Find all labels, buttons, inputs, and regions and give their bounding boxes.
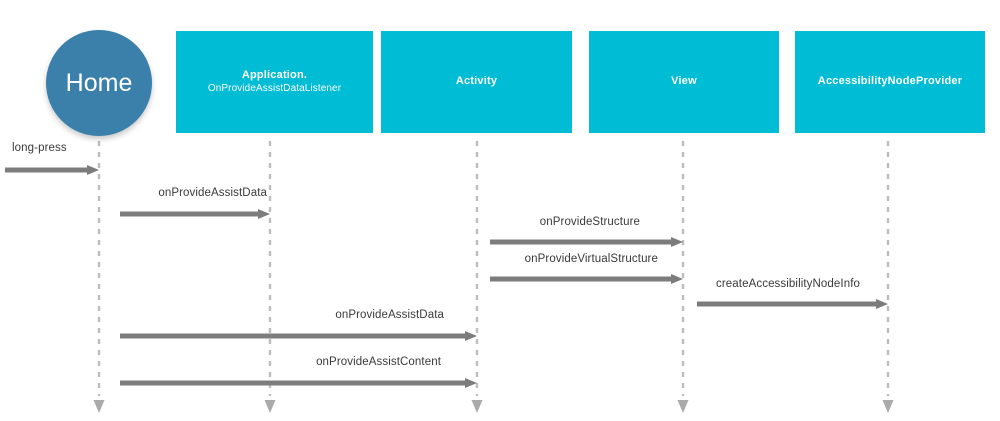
lifelines-group	[93, 141, 894, 413]
message-label-on-provide-structure: onProvideStructure	[539, 216, 640, 228]
lifeline-end-arrow-application	[264, 400, 276, 413]
participant-application-label: Application.	[241, 68, 308, 81]
lifeline-end-arrow-accessibility-node-provider	[882, 400, 894, 413]
lifeline-end-arrow-view	[677, 400, 689, 413]
participant-application[interactable]: Application. OnProvideAssistDataListener	[176, 31, 373, 133]
message-arrows-group	[5, 165, 888, 388]
lifeline-end-arrow-home	[93, 400, 105, 413]
participant-accessibility-node-provider-label: AccessibilityNodeProvider	[817, 75, 963, 88]
message-label-on-provide-assist-data-1: onProvideAssistData	[158, 187, 267, 199]
message-label-on-provide-virtual-structure: onProvideVirtualStructure	[524, 253, 658, 265]
message-label-long-press: long-press	[12, 142, 67, 154]
message-label-on-provide-assist-content: onProvideAssistContent	[316, 356, 441, 368]
participant-view-label: View	[671, 75, 697, 88]
participant-view[interactable]: View	[589, 31, 779, 133]
message-label-on-provide-assist-data-2: onProvideAssistData	[335, 309, 444, 321]
message-label-create-accessibility-node-info: createAccessibilityNodeInfo	[716, 278, 860, 290]
participant-home[interactable]: Home	[46, 30, 152, 136]
participant-activity-label: Activity	[455, 75, 498, 88]
lifeline-end-arrow-activity	[471, 400, 483, 413]
participant-activity[interactable]: Activity	[381, 31, 572, 133]
participant-home-label: Home	[65, 68, 133, 97]
participant-application-sublabel: OnProvideAssistDataListener	[207, 82, 342, 94]
participant-accessibility-node-provider[interactable]: AccessibilityNodeProvider	[795, 31, 985, 133]
